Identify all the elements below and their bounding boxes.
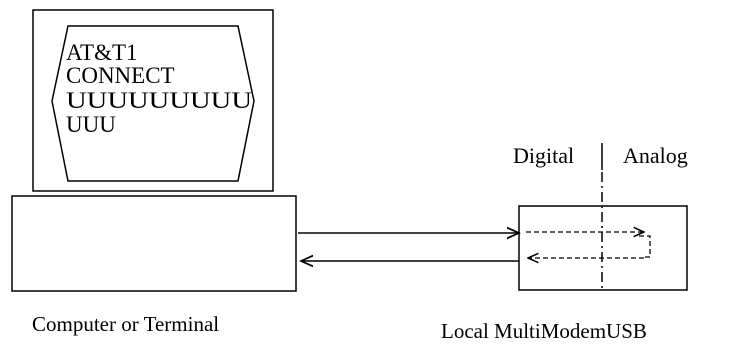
modem-box: [518, 205, 688, 291]
screen-line-4: UUU: [66, 112, 116, 137]
loopback-turn: [639, 235, 651, 258]
screen-line-1: AT&T1: [66, 40, 138, 65]
monitor-bezel: [32, 9, 274, 192]
screen-line-3: UUUUUUUUU: [66, 88, 252, 113]
computer-caption: Computer or Terminal: [32, 312, 219, 336]
modem-caption: Local MultiModemUSB: [441, 319, 647, 343]
monitor: AT&T1 CONNECT UUUUUUUUU UUU: [32, 9, 274, 192]
computer-base: [11, 195, 297, 292]
digital-label: Digital: [513, 143, 574, 168]
monitor-screen: [51, 25, 255, 182]
analog-label: Analog: [623, 143, 688, 168]
screen-line-2: CONNECT: [66, 63, 175, 88]
